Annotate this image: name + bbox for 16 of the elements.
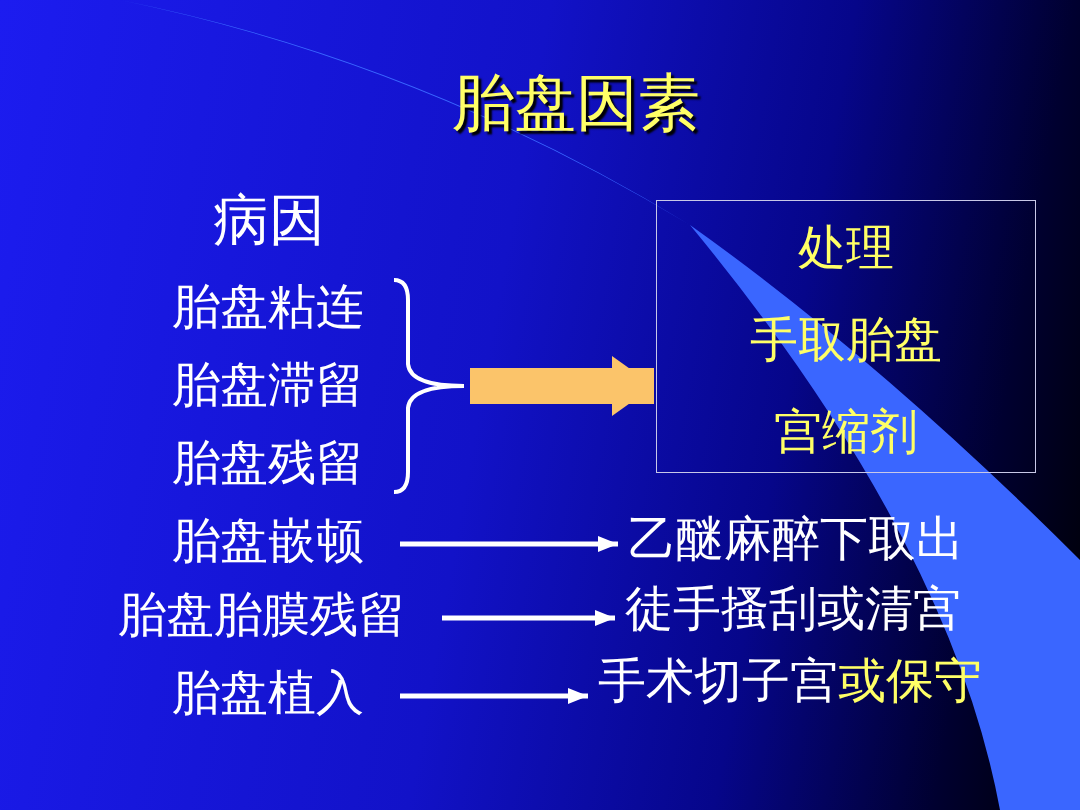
cause-text: 胎盘残留 [172,438,364,486]
cause-text: 胎盘植入 [172,668,364,716]
curly-bracket [392,278,466,494]
arrow [400,688,588,704]
column-heading: 病因 [213,192,325,248]
cause-text: 胎盘嵌顿 [172,516,364,564]
arrow [400,536,618,552]
cause-text: 胎盘胎膜残留 [118,590,406,638]
slide-title: 胎盘因素 [452,72,700,134]
block-arrow [470,356,654,416]
cause-text: 胎盘粘连 [172,282,364,330]
box-heading: 处理 [797,223,895,271]
treatment-box [656,200,1036,473]
treatment-text: 手取胎盘 [749,315,943,363]
cause-text: 胎盘滞留 [172,360,364,408]
arrow [442,610,615,626]
